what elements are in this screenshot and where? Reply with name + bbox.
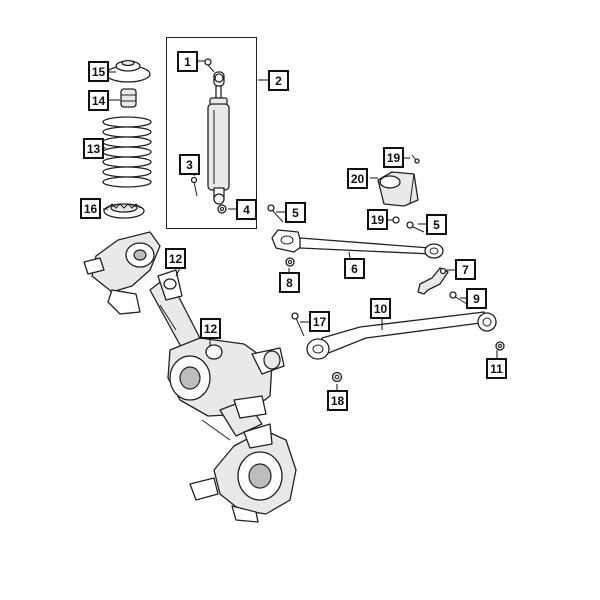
shock-upper-bolt [204, 58, 215, 73]
leader-lines [103, 60, 498, 390]
callout-1: 1 [177, 51, 198, 72]
jounce-bumper [120, 88, 137, 108]
lower-arm-nut-left [331, 371, 343, 383]
callout-12-upper: 12 [165, 248, 186, 269]
upper-arm-bolt-right [406, 221, 425, 233]
bump-stop-bracket [377, 171, 419, 207]
upper-spring-isolator [105, 59, 151, 83]
callout-13: 13 [83, 138, 104, 159]
callout-5-left: 5 [285, 202, 306, 223]
lower-arm-nut-right [495, 341, 505, 351]
upper-arm-bolt-left [267, 204, 284, 223]
callout-7: 7 [455, 259, 476, 280]
callout-14: 14 [88, 90, 109, 111]
shock-lower-nut [217, 204, 227, 214]
callout-5-right: 5 [426, 214, 447, 235]
track-bar-bracket [417, 267, 449, 295]
bracket-nut-lower [392, 216, 400, 224]
callout-8: 8 [279, 272, 300, 293]
lower-spring-isolator [103, 203, 145, 219]
callout-6: 6 [344, 258, 365, 279]
callout-18: 18 [327, 390, 348, 411]
shock-absorber-detail-frame [166, 37, 257, 229]
lower-arm-bolt-right [449, 291, 471, 307]
callout-9: 9 [466, 288, 487, 309]
coil-spring [102, 116, 152, 188]
callout-19-lower: 19 [367, 209, 388, 230]
upper-control-arm [271, 229, 444, 259]
lower-control-arm [306, 311, 497, 360]
callout-4: 4 [236, 199, 257, 220]
bracket-bolt-upper [411, 154, 420, 164]
upper-arm-nut [285, 257, 295, 267]
callout-2: 2 [268, 70, 289, 91]
shock-lower-bolt [190, 176, 198, 197]
front-axle-assembly [83, 231, 297, 523]
shock-absorber [207, 71, 230, 205]
callout-17: 17 [309, 311, 330, 332]
callout-16: 16 [80, 198, 101, 219]
callout-20: 20 [347, 168, 368, 189]
callout-10: 10 [370, 298, 391, 319]
callout-12-lower: 12 [200, 318, 221, 339]
callout-19-upper: 19 [383, 147, 404, 168]
callout-3: 3 [179, 154, 200, 175]
lower-arm-bolt-left [291, 312, 305, 337]
callout-15: 15 [88, 61, 109, 82]
callout-11: 11 [486, 358, 507, 379]
